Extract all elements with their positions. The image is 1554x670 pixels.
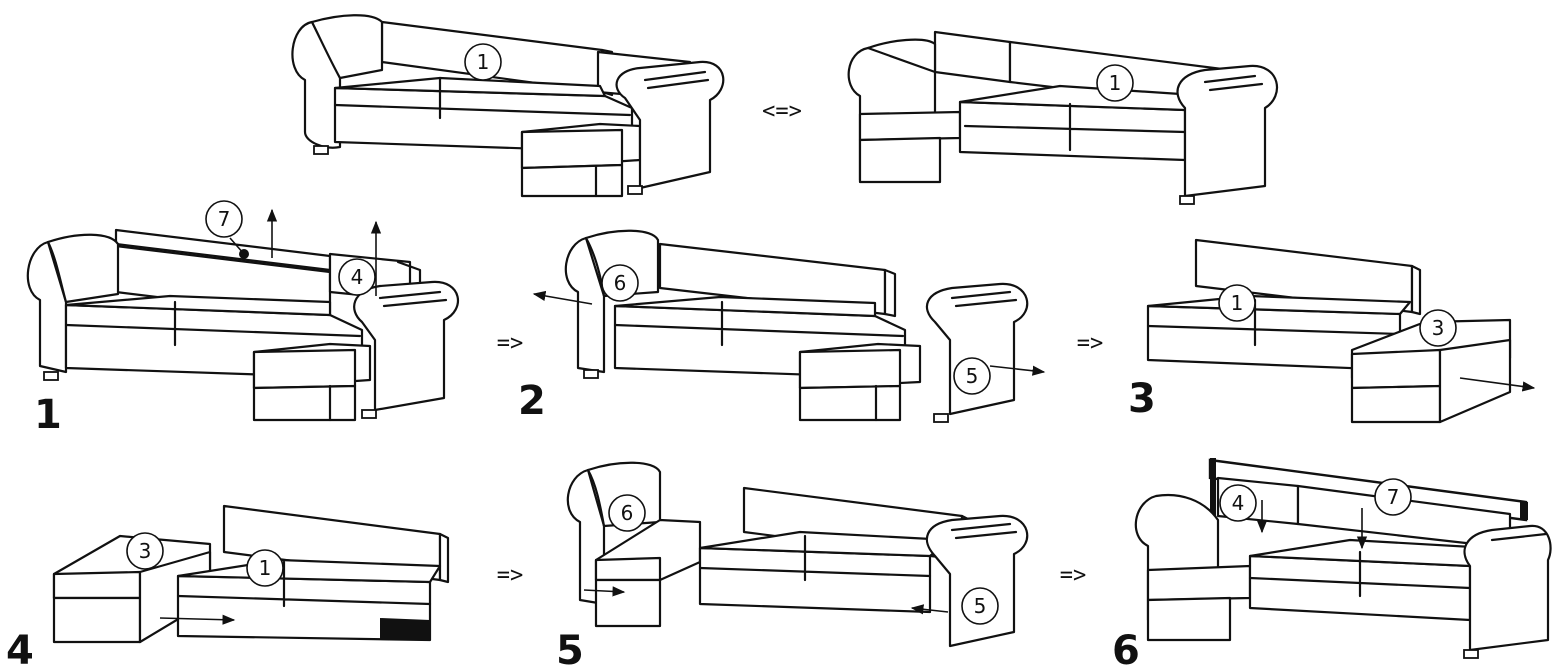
step-1-sofa: 7 4 [26,200,460,422]
callout-4-label: 4 [1232,491,1245,515]
callout-5-label: 5 [966,364,979,388]
step-4-label: 4 [6,628,34,670]
sofa-assembled-chaise-right: 1 [291,14,725,198]
callout-1-label: 1 [259,556,272,580]
next-arrow-1: => [497,331,524,356]
step-3-sofa: 1 3 [1146,238,1536,424]
sofa-assembled-chaise-left: 1 [847,30,1279,205]
callout-1-label: 1 [477,50,490,74]
callout-6-label: 6 [621,501,634,525]
step-3-label: 3 [1128,376,1156,422]
step-6-sofa: 4 7 [1134,458,1552,659]
callout-7-label: 7 [218,207,231,231]
equivalent-symbol: <=> [762,99,802,124]
callout-4-label: 4 [351,265,364,289]
callout-1 [1096,64,1134,102]
step-5-label: 5 [556,628,584,670]
callout-1-label: 1 [1109,71,1122,95]
callout-5-label: 5 [974,594,987,618]
next-arrow-3: => [497,563,524,588]
callout-7-label: 7 [1387,485,1400,509]
callout-3-label: 3 [139,539,152,563]
callout-6-label: 6 [614,271,627,295]
callout-1-label: 1 [1231,291,1244,315]
step-6-label: 6 [1112,628,1140,670]
next-arrow-2: => [1077,331,1104,356]
step-2-sofa: 6 5 [532,229,1046,423]
step-4-sofa: 3 1 [52,504,450,644]
callout-3-label: 3 [1432,316,1445,340]
step-1-label: 1 [34,392,62,438]
next-arrow-4: => [1060,563,1087,588]
callout-1 [464,43,502,81]
step-2-label: 2 [518,378,546,424]
step-5-sofa: 6 5 [566,461,1029,648]
